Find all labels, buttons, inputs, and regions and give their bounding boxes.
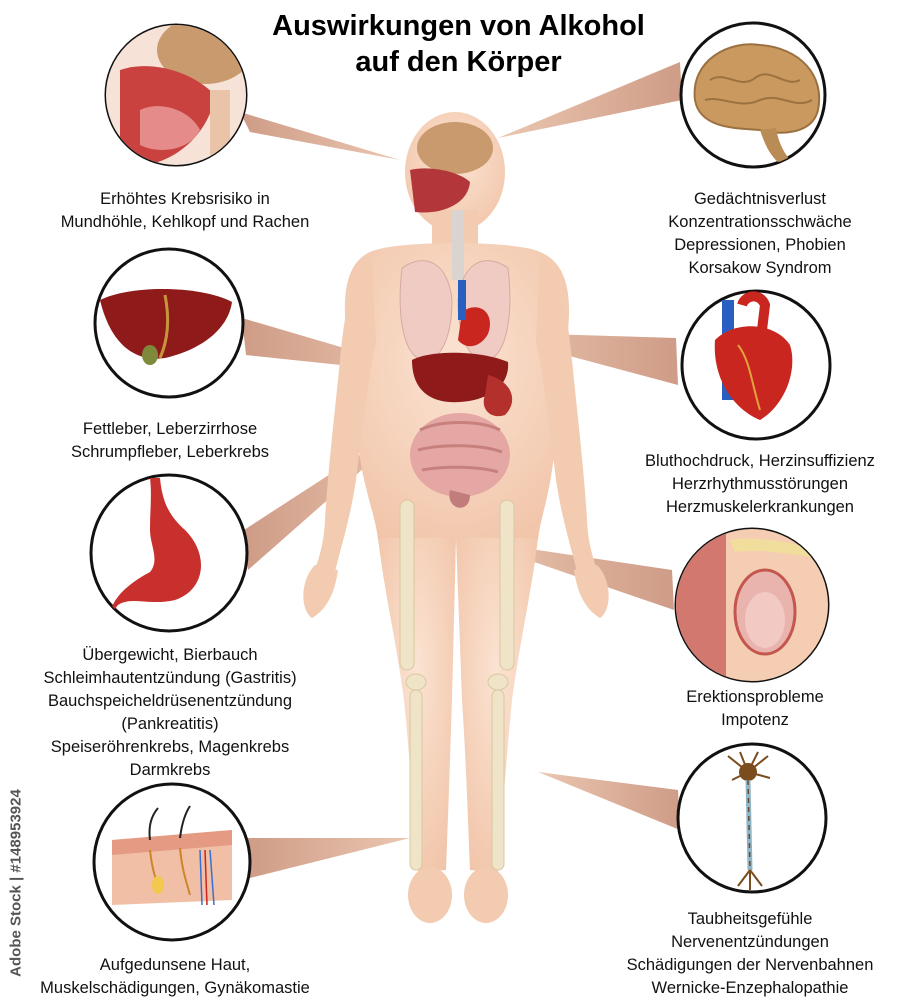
stock-credit: Adobe Stock | #148953924 (3, 770, 29, 995)
caption-line: Gedächtnisverlust (693, 190, 827, 208)
pointer-mouth (240, 112, 400, 160)
caption-line: Depressionen, Phobien (674, 236, 846, 254)
caption-line: Erhöhtes Krebsrisiko in (100, 190, 270, 208)
caption-line: Muskelschädigungen, Gynäkomastie (40, 979, 310, 997)
caption-line: Aufgedunsene Haut, (99, 956, 251, 974)
caption-line: Erektionsprobleme (686, 688, 824, 706)
caption-line: Bauchspeicheldrüsenentzündung (47, 692, 293, 710)
caption-line: Korsakow Syndrom (688, 259, 832, 277)
caption-mouth: Erhöhtes Krebsrisiko in Mundhöhle, Kehlk… (40, 188, 330, 234)
caption-line: Taubheitsgefühle (687, 910, 813, 928)
heart-circle (680, 289, 832, 441)
caption-line: Schädigungen der Nervenbahnen (626, 956, 874, 974)
caption-stomach: Übergewicht, Bierbauch Schleimhautentzün… (10, 644, 330, 782)
caption-line: Herzmuskelerkrankungen (665, 498, 854, 516)
pointer-nerve (538, 772, 680, 830)
caption-line: (Pankreatitis) (121, 715, 219, 733)
nerve-circle (676, 742, 828, 894)
caption-line: Konzentrationsschwäche (668, 213, 852, 231)
stock-credit-text: Adobe Stock | #148953924 (7, 788, 25, 977)
caption-line: Darmkrebs (129, 761, 211, 779)
genital-circle (674, 527, 830, 683)
caption-nerve: Taubheitsgefühle Nervenentzündungen Schä… (595, 908, 905, 1000)
stomach-circle (89, 473, 249, 633)
title-line-2: auf den Körper (355, 46, 562, 78)
caption-brain: Gedächtnisverlust Konzentrationsschwäche… (615, 188, 905, 280)
caption-heart: Bluthochdruck, Herzinsuffizienz Herzrhyt… (610, 450, 910, 519)
pointer-brain (498, 62, 682, 138)
mouth-throat-circle (104, 23, 248, 167)
caption-line: Wernicke-Enzephalopathie (651, 979, 849, 997)
internal-organs (399, 122, 513, 508)
page-title: Auswirkungen von Alkohol auf den Körper (0, 8, 917, 80)
brain-circle (679, 21, 827, 169)
caption-liver: Fettleber, Leberzirrhose Schrumpfleber, … (25, 418, 315, 464)
pointer-skin (248, 838, 410, 878)
skin-circle (92, 782, 252, 942)
skeleton-bones (399, 499, 515, 871)
caption-line: Übergewicht, Bierbauch (82, 646, 258, 664)
caption-line: Nervenentzündungen (671, 933, 829, 951)
caption-genital: Erektionsprobleme Impotenz (610, 686, 900, 732)
caption-skin: Aufgedunsene Haut, Muskelschädigungen, G… (20, 954, 330, 1000)
title-line-1: Auswirkungen von Alkohol (272, 10, 645, 42)
caption-line: Schleimhautentzündung (Gastritis) (43, 669, 297, 687)
caption-line: Speiseröhrenkrebs, Magenkrebs (50, 738, 290, 756)
caption-line: Bluthochdruck, Herzinsuffizienz (645, 452, 875, 470)
caption-line: Schrumpfleber, Leberkrebs (70, 443, 270, 461)
caption-line: Impotenz (721, 711, 789, 729)
caption-line: Fettleber, Leberzirrhose (82, 420, 258, 438)
liver-circle (93, 247, 245, 399)
caption-line: Mundhöhle, Kehlkopf und Rachen (60, 213, 310, 231)
caption-line: Herzrhythmusstörungen (671, 475, 849, 493)
